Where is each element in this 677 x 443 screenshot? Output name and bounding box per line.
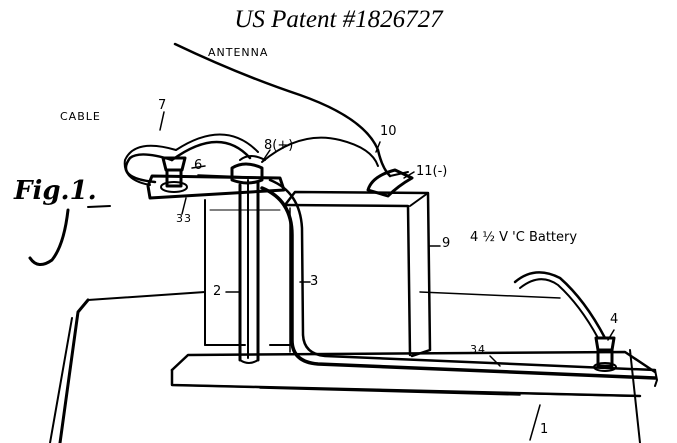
label-34: 34	[470, 343, 486, 356]
label-11: 11(-)	[416, 164, 448, 179]
label-battery: 4 ½ V 'C Battery	[470, 230, 578, 245]
label-1: 1	[540, 422, 549, 437]
figure-label: Fig.1.	[14, 176, 97, 206]
antenna-wire	[173, 42, 392, 178]
label-antenna: ANTENNA	[208, 46, 269, 59]
label-33: 33	[176, 212, 192, 225]
terminal-6	[160, 156, 188, 193]
label-4: 4	[610, 312, 619, 327]
label-8: 8(+)	[264, 138, 294, 153]
post	[238, 179, 260, 364]
battery-block	[283, 190, 432, 358]
terminal-11	[366, 168, 414, 198]
label-7: 7	[158, 98, 167, 113]
terminal-8	[230, 155, 266, 185]
label-2: 2	[213, 284, 222, 299]
top-strip	[146, 174, 286, 200]
terminal-4	[593, 336, 617, 372]
label-6: 6	[194, 158, 203, 173]
label-9: 9	[442, 236, 451, 251]
left-block	[197, 174, 291, 346]
table-surface	[49, 291, 641, 443]
label-10: 10	[380, 124, 397, 139]
label-3: 3	[310, 274, 319, 289]
right-wire	[513, 271, 607, 340]
label-cable: CABLE	[60, 110, 101, 123]
base-board	[170, 350, 657, 398]
cable-loop	[123, 133, 259, 186]
patent-title: US Patent #1826727	[234, 6, 443, 33]
leader-lines	[159, 111, 615, 441]
figure-hook	[28, 205, 111, 266]
